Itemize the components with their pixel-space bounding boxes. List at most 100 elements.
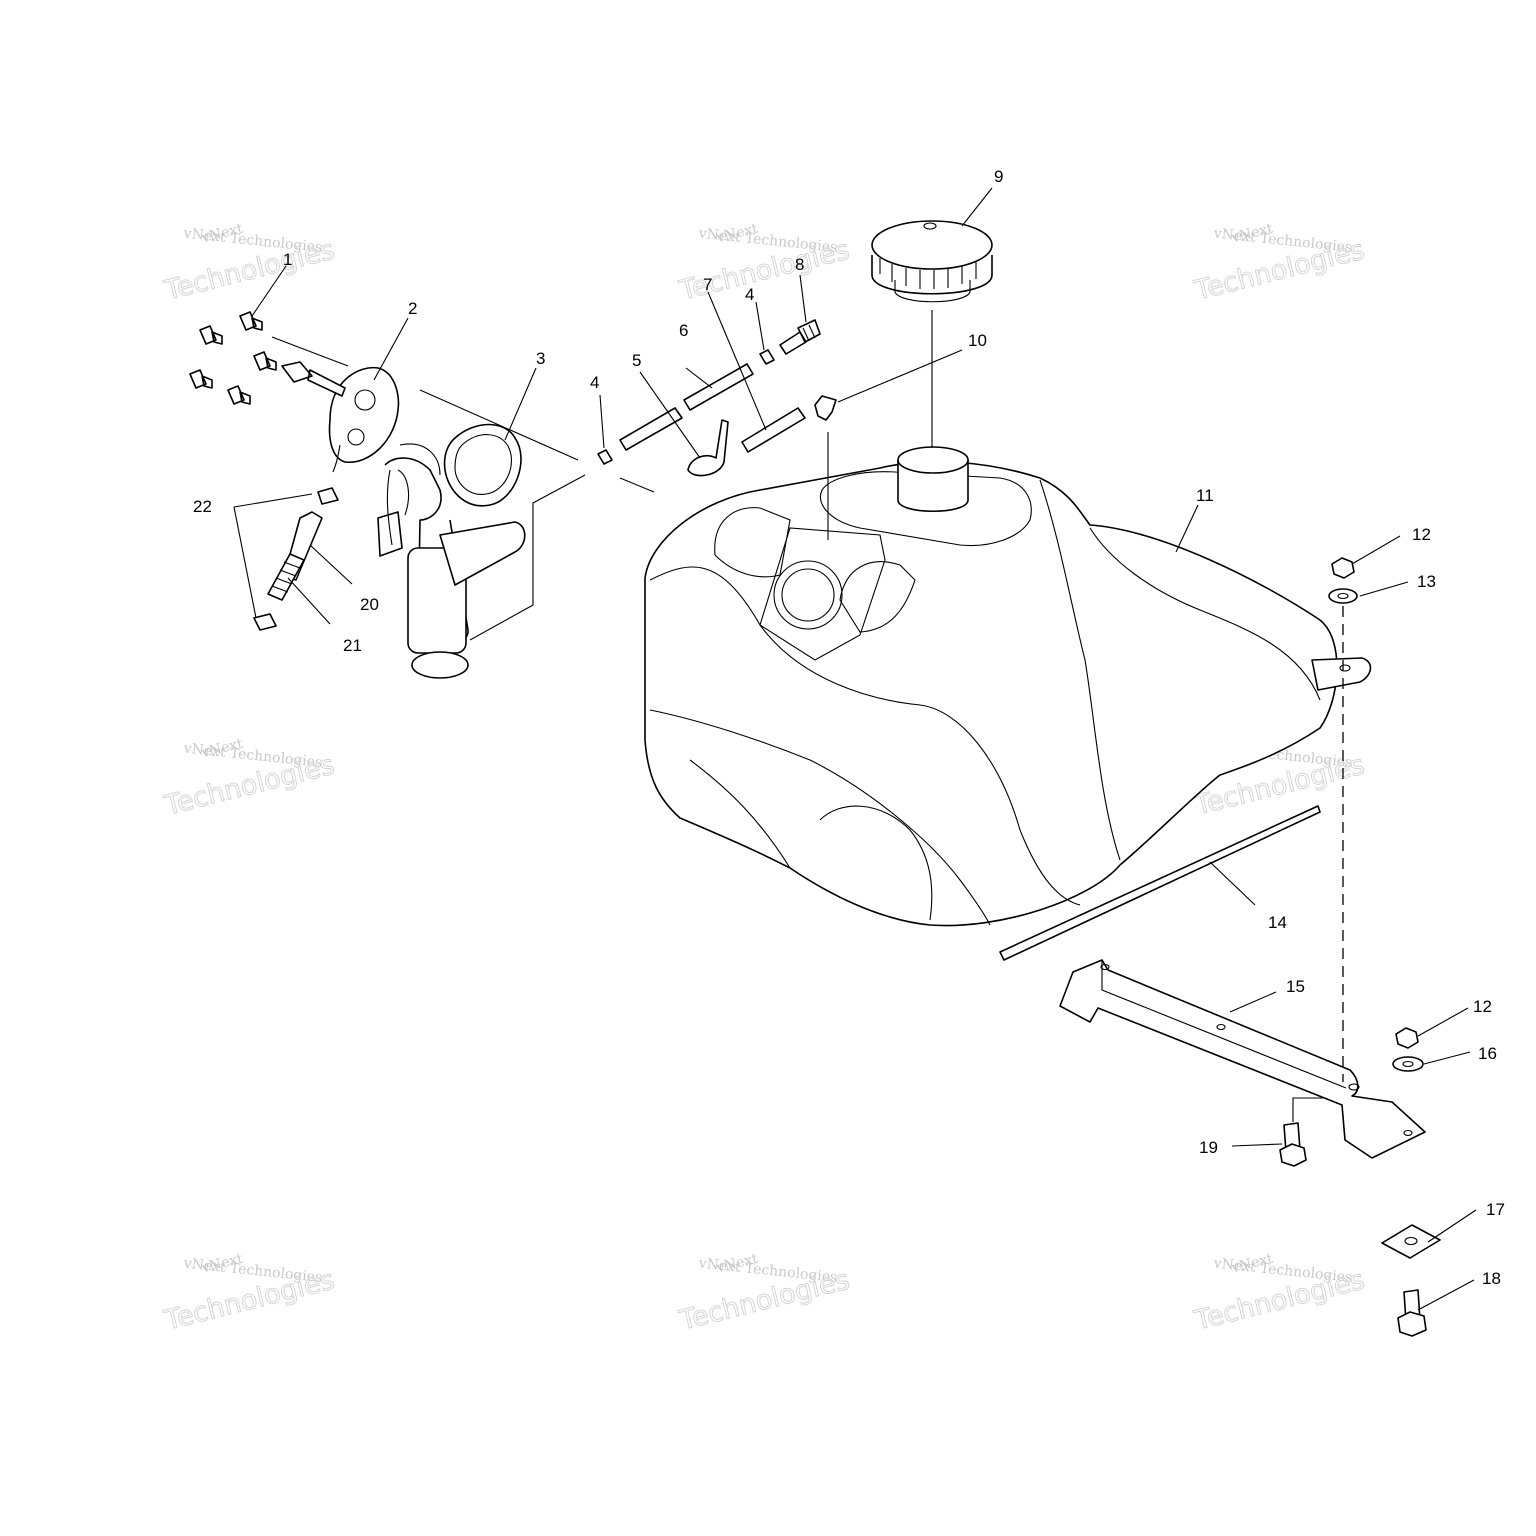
callout-11: 11 [1196,486,1214,505]
hoses-and-fittings [597,319,837,477]
leader-9 [961,187,993,227]
fuel-tank-mount-tab [1311,657,1372,691]
axis-line-pump-bracket [469,474,586,641]
leader-16 [1423,1051,1471,1065]
fuel-tank-right-boss [839,561,916,633]
mount-hardware [999,557,1441,1337]
fuel-tank-pump-face [759,527,886,661]
leader-4a [599,394,605,449]
fuel-filler-cap-lower [894,280,971,303]
fuel-tank-contour-2 [649,709,991,926]
bracket-15-hole [1216,1023,1226,1031]
leader-lines [233,187,1477,1311]
watermark-top-left: vNext vNext Technologies Technologies [160,221,338,308]
spring-coils [271,561,301,593]
leader-11 [1175,504,1199,553]
fuel-filler-cap-top [871,220,993,270]
bracket-15-hole [1403,1129,1413,1137]
fuel-pump-assembly [281,361,526,679]
callout-15: 15 [1286,977,1305,996]
fitting-threads [802,324,816,342]
fuel-tank-contour-5 [689,759,791,869]
callout-12b: 12 [1473,997,1492,1016]
screw-icon [199,325,223,345]
screw-icon [253,351,277,371]
callout-1: 1 [283,250,292,269]
callout-4a: 4 [590,373,599,392]
callout-14: 14 [1268,913,1287,932]
axis-line-bolt19 [1292,1097,1326,1122]
fuel-pump-port-inner [781,568,835,622]
fuel-tank-filler-recess [819,471,1032,547]
callout-4b: 4 [745,285,754,304]
fuel-pump-gasket [443,423,522,507]
fuel-pump-flange-bore [347,428,365,446]
vent-elbow-10 [814,395,837,421]
fuel-filler-cap-ridges [879,258,977,289]
fuel-pump-flange-hole [354,389,376,411]
fuel-pump-outlet-elbow [332,444,341,473]
clip-22-top [317,487,339,505]
leader-8 [799,274,807,323]
leader-1 [251,265,287,317]
fuel-pump-gasket-inner [454,434,512,495]
isolator-strip-14 [999,805,1321,961]
axis-line-gasket [419,389,579,461]
leader-17 [1427,1209,1477,1243]
leader-14 [1209,861,1256,906]
callout-19: 19 [1199,1138,1218,1157]
leader-4b [755,301,765,351]
leader-7 [707,291,767,431]
fuel-filler-cap [871,220,993,303]
washer-13 [1328,588,1358,604]
leader-3 [504,367,537,441]
plate-17 [1381,1224,1441,1259]
fuel-pump-bracket [439,521,526,586]
callout-3: 3 [536,349,545,368]
leader-22b [233,506,257,619]
watermark-top-right: vNext vNext Technologies Technologies [1190,221,1368,308]
hose-4b-nut [759,349,775,365]
bracket-15-edge [1101,960,1347,1089]
callout-20: 20 [360,595,379,614]
watermark-middle-left: vNext vNext Technologies Technologies [160,736,338,823]
leader-18 [1417,1279,1475,1311]
callout-18: 18 [1482,1269,1501,1288]
fuel-hose-b [683,363,754,411]
hose-clamp [687,419,729,477]
leader-2 [373,317,409,381]
watermark-bottom-left: vNext vNext Technologies Technologies [160,1251,338,1338]
fuel-pump-wire [386,469,410,546]
bracket-15-hole [1348,1083,1360,1091]
fuel-tank-contour-4 [1089,527,1321,701]
fuel-tank-mount-hole [1339,664,1351,672]
callout-numbers: 1 2 3 4 5 6 7 4 8 9 10 11 12 13 14 15 12… [193,167,1505,1288]
callout-17: 17 [1486,1200,1505,1219]
fuel-pump-connector [281,361,346,397]
callout-10: 10 [968,331,987,350]
nut-12-bottom [1395,1027,1419,1049]
callout-6: 6 [679,321,688,340]
axis-line-flange [271,336,349,367]
leader-12b [1417,1007,1469,1037]
callout-9: 9 [994,167,1003,186]
vent-spring-21 [267,553,305,601]
fuel-tank-filler-neck [897,460,969,513]
fuel-tank-filler-neck-opening [897,446,969,474]
leader-15 [1229,991,1277,1013]
fuel-tank-body [644,460,1338,927]
leader-19 [1231,1143,1283,1147]
callout-13: 13 [1417,572,1436,591]
fuel-pump-gasket-link [399,443,441,476]
mount-bracket-15 [1059,959,1426,1159]
leader-20 [309,544,353,585]
callout-16: 16 [1478,1044,1497,1063]
fuel-tank-contour-6 [819,805,933,921]
axis-line-hose [619,477,655,493]
fuel-filler-cap-vent [923,222,937,230]
leader-5 [639,371,701,459]
fuel-tank-contour-1 [649,566,1081,906]
watermark-bottom-right: vNext vNext Technologies Technologies [1190,1251,1368,1338]
callout-21: 21 [343,636,362,655]
